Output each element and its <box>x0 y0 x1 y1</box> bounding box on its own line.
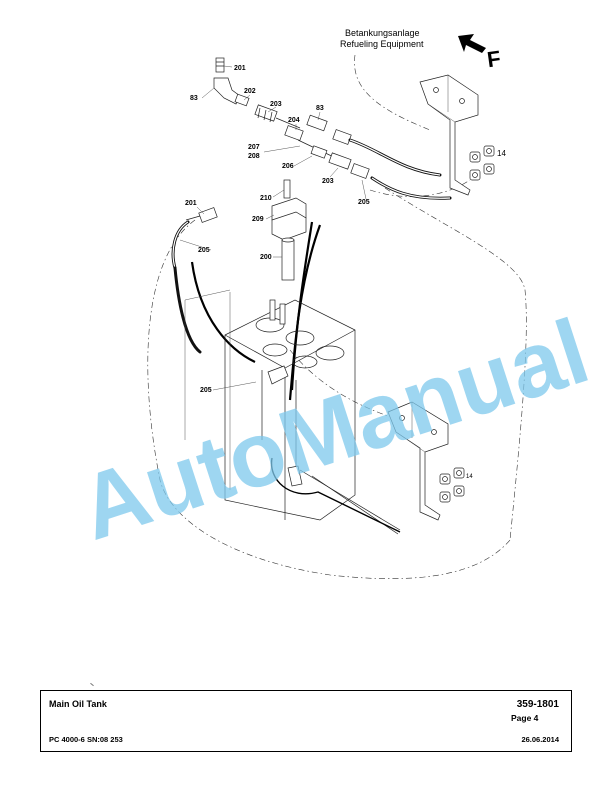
issue-date: 26.06.2014 <box>521 735 559 744</box>
callout-205-right: 205 <box>358 199 370 206</box>
callout-203-top: 203 <box>270 101 282 108</box>
direction-arrow-icon <box>458 34 486 53</box>
callout-201-left: 201 <box>185 200 197 207</box>
upper-bracket <box>419 74 495 196</box>
callout-205-tank: 205 <box>200 387 212 394</box>
callout-207: 207 <box>248 144 260 151</box>
legend-german: Betankungsanlage <box>345 28 420 38</box>
callout-204: 204 <box>288 117 300 124</box>
callout-210: 210 <box>260 195 272 202</box>
callout-202: 202 <box>244 88 256 95</box>
callout-leaders <box>179 65 367 391</box>
callout-14-upper: 14 <box>497 149 506 158</box>
parts-drawing: Betankungsanlage Refueling Equipment F 1… <box>68 28 600 579</box>
legend-english: Refueling Equipment <box>340 39 424 49</box>
lower-bracket <box>387 401 465 521</box>
callout-14-lower: 14 <box>466 474 473 480</box>
drawing-title: Main Oil Tank <box>49 699 107 709</box>
callout-203-bottom: 203 <box>322 178 334 185</box>
callout-206: 206 <box>282 163 294 170</box>
callout-83-right: 83 <box>316 105 324 112</box>
hoses-upper <box>348 138 452 200</box>
callout-200: 200 <box>260 254 272 261</box>
callout-205-left: 205 <box>198 247 210 254</box>
left-fitting <box>171 207 218 354</box>
tank-body <box>184 289 401 535</box>
model-serial: PC 4000-6 SN:08 253 <box>49 735 123 744</box>
callout-83-left: 83 <box>190 95 198 102</box>
lines-main <box>190 221 322 401</box>
callout-201-top: 201 <box>234 65 246 72</box>
title-block: Main Oil Tank 359-1801 Page 4 PC 4000-6 … <box>40 690 572 752</box>
fittings-upper <box>213 57 370 179</box>
mount-assembly <box>271 179 307 281</box>
callout-209: 209 <box>252 216 264 223</box>
direction-letter: F <box>485 46 502 73</box>
page-number: Page 4 <box>511 713 539 723</box>
callout-208: 208 <box>248 153 260 160</box>
document-number: 359-1801 <box>516 699 559 710</box>
small-tick-mark <box>90 682 94 687</box>
